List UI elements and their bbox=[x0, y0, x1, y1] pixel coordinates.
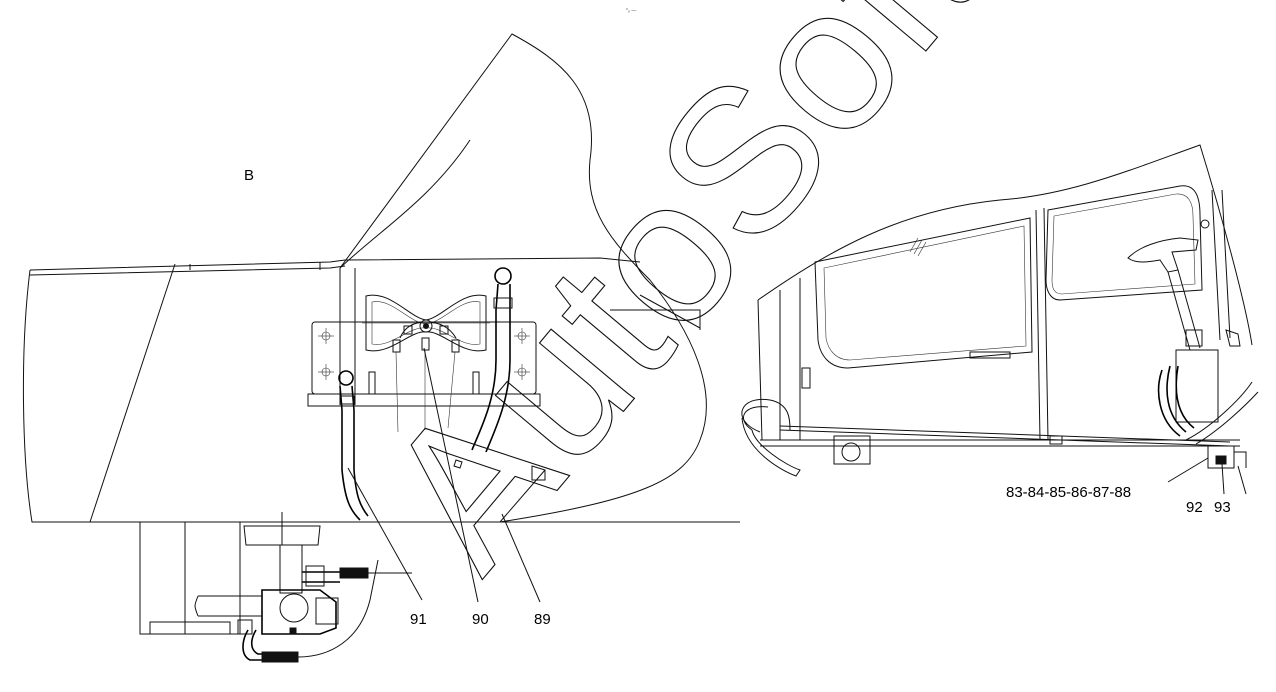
watermark-text: AutoSoft bbox=[340, 0, 1021, 608]
lower-housing bbox=[139, 521, 241, 635]
pipe-elbow-left bbox=[338, 370, 354, 386]
pipe-elbow-top bbox=[494, 267, 512, 285]
callout-90: 90 bbox=[472, 611, 489, 628]
hose-loop bbox=[741, 398, 801, 477]
callout-83-88: 83-84-85-86-87-88 bbox=[1006, 484, 1131, 501]
callout-92: 92 bbox=[1186, 499, 1203, 516]
right-assembly bbox=[741, 144, 1259, 477]
bowtie-bracket bbox=[365, 294, 487, 352]
callout-89: 89 bbox=[534, 611, 551, 628]
callout-93: 93 bbox=[1214, 499, 1231, 516]
seat-pedestal bbox=[1127, 237, 1199, 273]
body-outline bbox=[22, 257, 740, 523]
view-label-b: B bbox=[244, 167, 254, 184]
bracket-92-93 bbox=[1207, 445, 1235, 469]
left-assembly bbox=[22, 33, 740, 663]
window-right bbox=[1045, 185, 1203, 301]
hydraulic-valve bbox=[261, 589, 337, 635]
cab-outline bbox=[757, 144, 1253, 346]
callout-91: 91 bbox=[410, 611, 427, 628]
window-left bbox=[814, 217, 1033, 369]
top-mark: °ₒ — bbox=[626, 8, 636, 14]
hood-curve bbox=[339, 33, 707, 523]
callout-leaders bbox=[347, 347, 1247, 603]
